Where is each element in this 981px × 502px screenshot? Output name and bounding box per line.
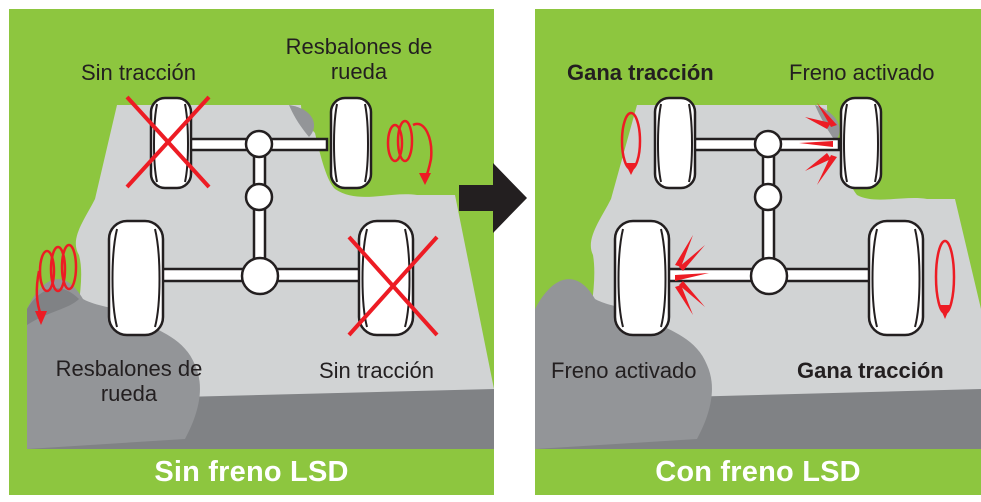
label-rear-left: Resbalones de rueda (55, 356, 203, 406)
front-differential (244, 129, 274, 159)
label-rear-right: Gana tracción (797, 358, 944, 383)
drivetrain-without-lsd (107, 96, 415, 337)
grip-arrow-rear-right (934, 239, 956, 319)
drive-shaft (252, 147, 267, 276)
label-rear-left: Freno activado (551, 358, 697, 383)
no-traction-cross-rear-right (347, 235, 439, 337)
center-joint (753, 182, 783, 212)
wheel-slip-spiral-rear-left (35, 243, 78, 325)
no-traction-cross-front-left (125, 95, 211, 189)
brake-marks-front-right (799, 103, 837, 185)
center-joint (244, 182, 274, 212)
mud-patch-rear (535, 279, 712, 449)
rear-differential (749, 256, 789, 296)
label-front-left: Sin tracción (81, 60, 196, 85)
panel-title-without-lsd: Sin freno LSD (9, 449, 494, 495)
wheel-rear-left (107, 219, 165, 337)
wheel-front-right (839, 96, 883, 190)
rear-differential (240, 256, 280, 296)
drive-shaft (761, 147, 776, 276)
right-arrow-icon (459, 163, 527, 233)
wheel-rear-left (613, 219, 671, 337)
panel-without-lsd: Sin tracción Resbalones de rueda Resbalo… (9, 9, 494, 495)
wheel-front-right (329, 96, 373, 190)
scene-without-lsd (9, 9, 494, 495)
scene-with-lsd (535, 9, 981, 495)
front-differential (753, 129, 783, 159)
grip-arrow-front-left (620, 111, 642, 175)
label-front-right: Freno activado (789, 60, 935, 85)
brake-marks-rear-left (675, 235, 709, 315)
label-front-left: Gana tracción (567, 60, 714, 85)
label-front-right: Resbalones de rueda (285, 34, 433, 84)
panel-with-lsd: Gana tracción Freno activado Freno activ… (535, 9, 981, 495)
label-rear-right: Sin tracción (319, 358, 434, 383)
mud-patch-front (289, 105, 315, 137)
wheel-front-left (653, 96, 697, 190)
panel-title-with-lsd: Con freno LSD (535, 449, 981, 495)
drivetrain-with-lsd (613, 96, 925, 337)
wheel-slip-spiral-front-right (386, 119, 433, 185)
mud-patch-rear (27, 279, 200, 449)
wheel-rear-right (867, 219, 925, 337)
